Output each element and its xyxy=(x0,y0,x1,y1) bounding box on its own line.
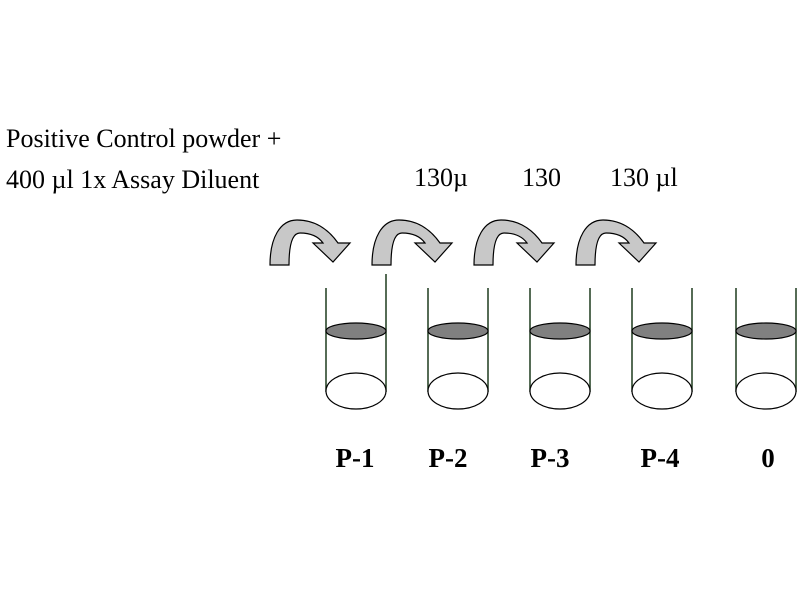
tube-p4 xyxy=(631,288,693,410)
transfer-arrow-1 xyxy=(269,219,352,266)
transfer-volume-2: 130 xyxy=(522,163,561,192)
tube-p2 xyxy=(427,288,489,410)
instruction-line-1: Positive Control powder + xyxy=(6,124,282,153)
tube-label-zero: 0 xyxy=(761,443,775,473)
tube-zero xyxy=(735,288,797,410)
transfer-volume-3: 130 µl xyxy=(610,163,678,192)
transfer-arrow-3 xyxy=(473,219,556,266)
transfer-volume-1: 130µ xyxy=(414,163,468,192)
transfer-arrow-2 xyxy=(371,219,454,266)
tube-label-p1: P-1 xyxy=(335,443,375,473)
tube-label-p2: P-2 xyxy=(428,443,468,473)
tube-p1 xyxy=(325,274,387,410)
tube-label-p4: P-4 xyxy=(640,443,680,473)
tube-label-p3: P-3 xyxy=(530,443,570,473)
transfer-arrow-4 xyxy=(575,219,658,266)
tube-p3 xyxy=(529,288,591,410)
instruction-line-2: 400 µl 1x Assay Diluent xyxy=(6,165,260,194)
